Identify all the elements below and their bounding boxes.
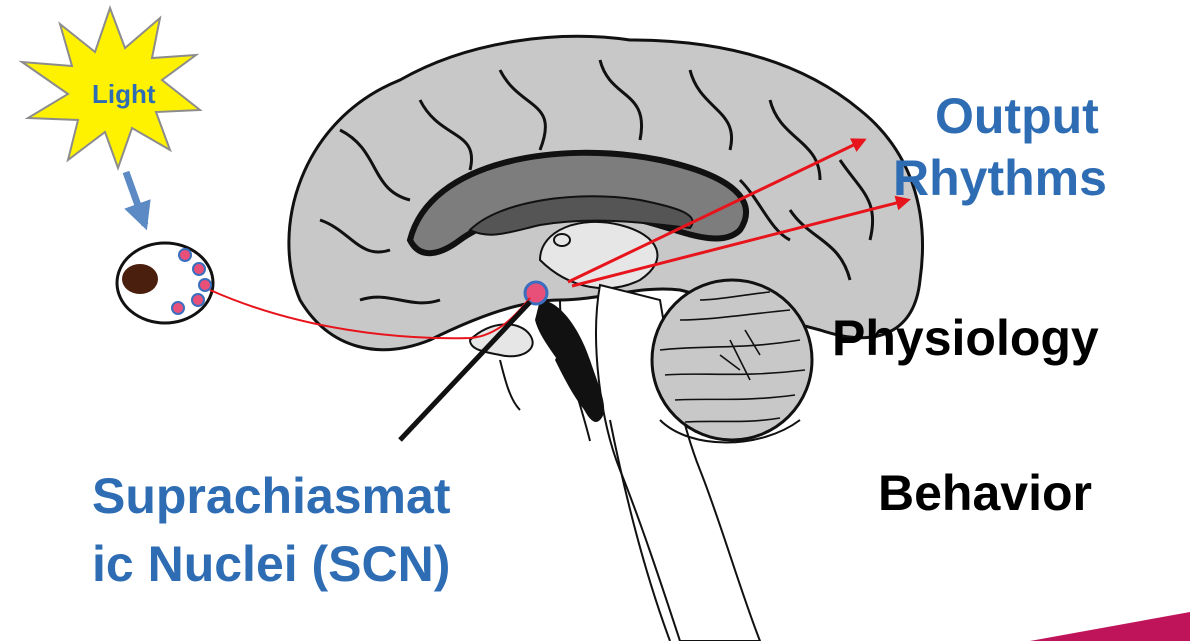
scn-label-line2: ic Nuclei (SCN) bbox=[92, 536, 450, 592]
physiology-label: Physiology bbox=[832, 310, 1099, 366]
light-label: Light bbox=[92, 80, 156, 109]
corner-swoosh bbox=[1030, 612, 1190, 641]
scn-label-line1: Suprachiasmat bbox=[92, 468, 450, 524]
behavior-label: Behavior bbox=[878, 465, 1092, 521]
light-to-eye-arrow bbox=[126, 172, 145, 225]
eye-icon bbox=[117, 243, 213, 323]
output-rhythms-label-line2: Rhythms bbox=[893, 150, 1107, 206]
output-rhythms-label-line1: Output bbox=[935, 88, 1099, 144]
